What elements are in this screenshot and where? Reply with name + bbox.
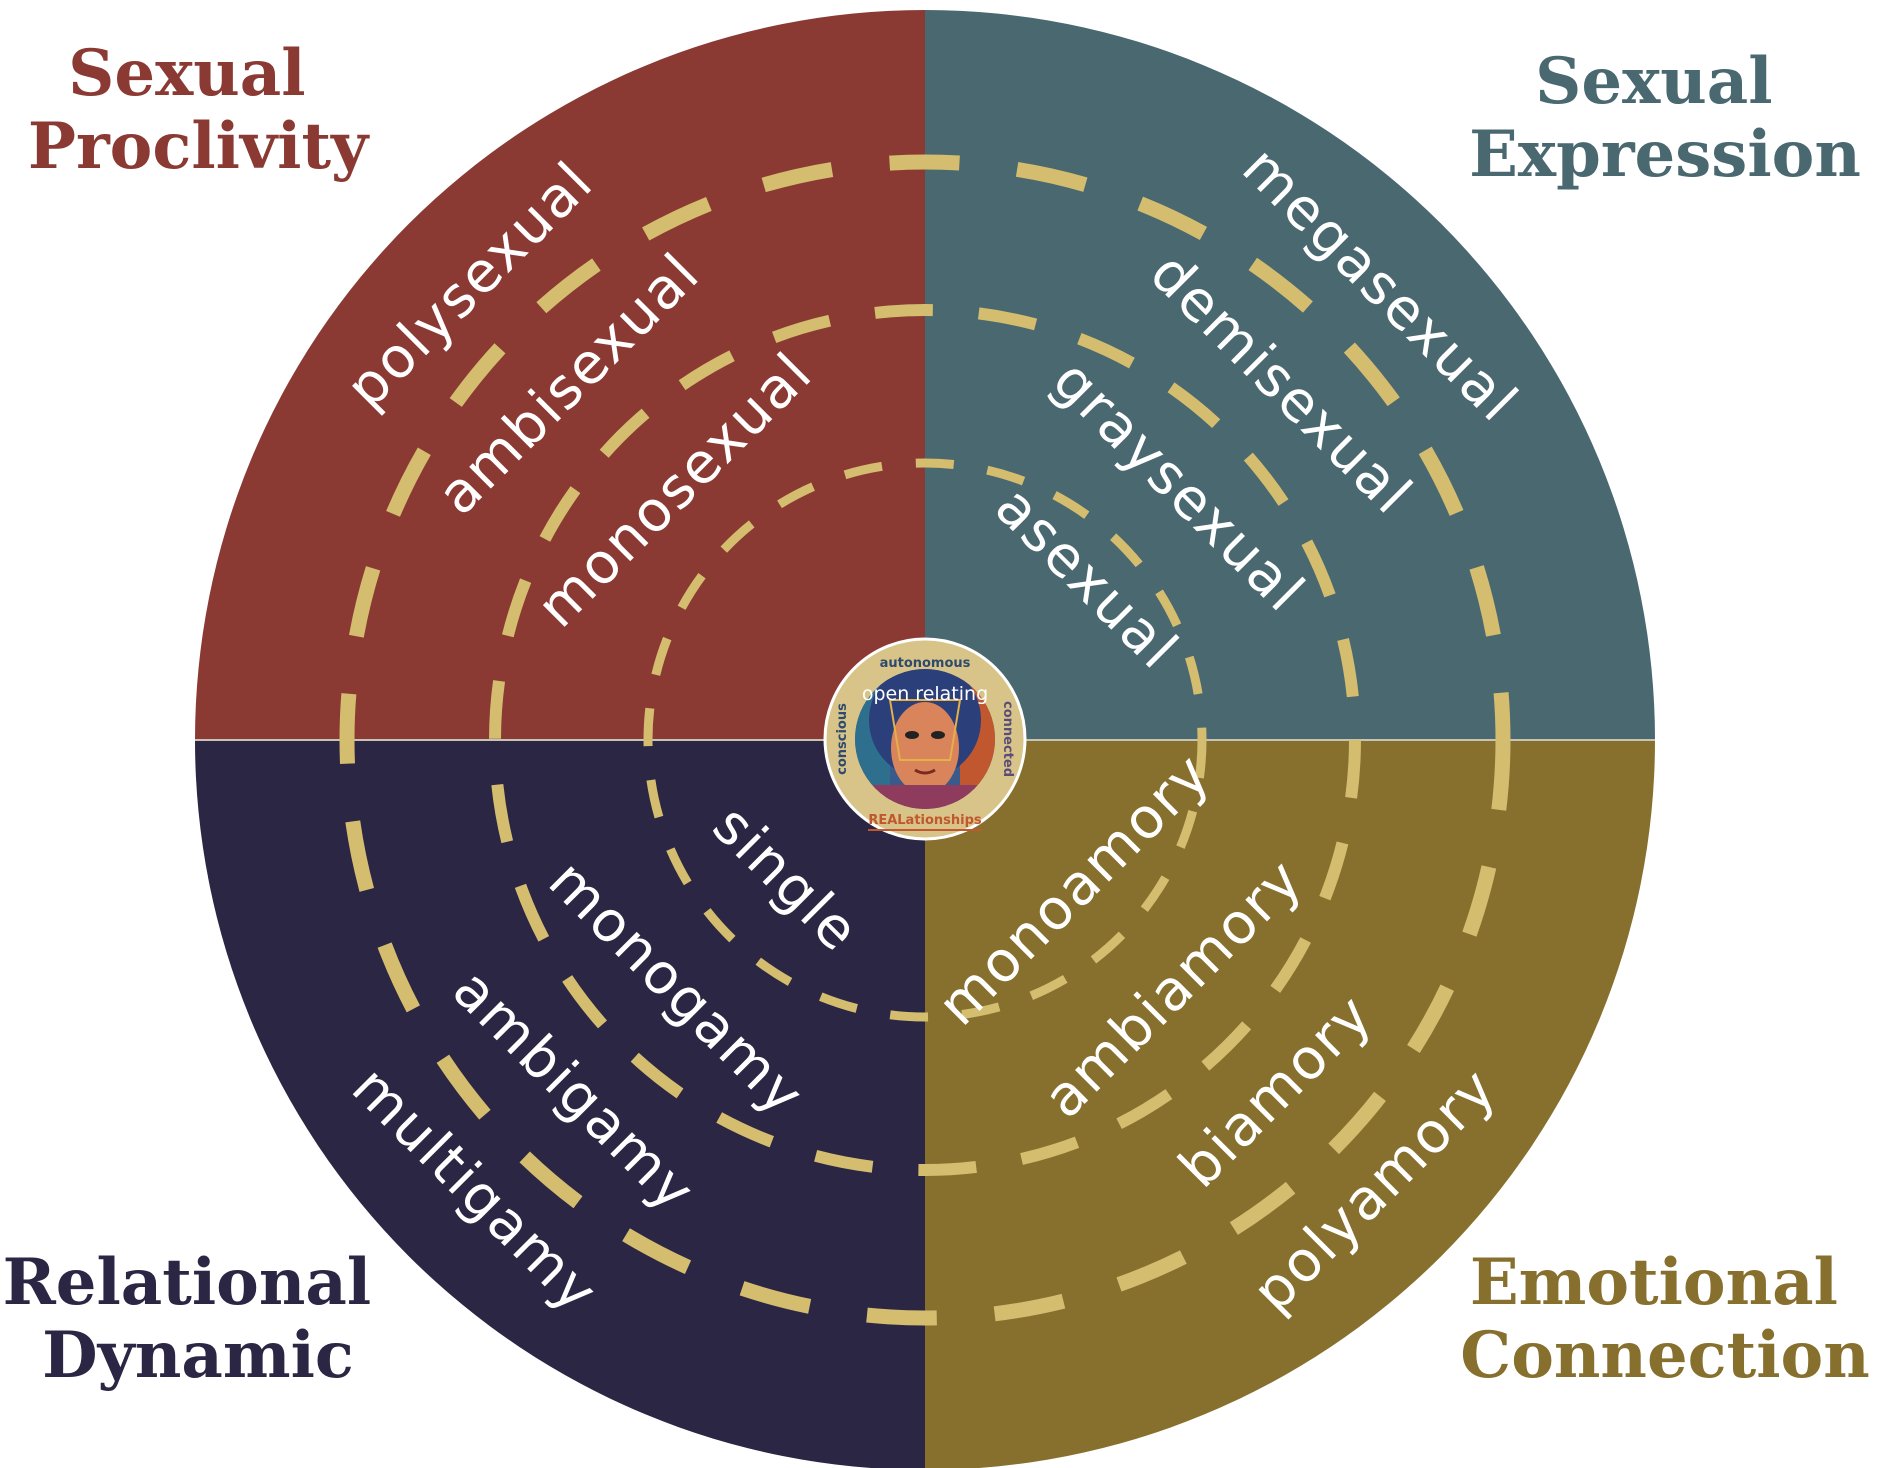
wheel-quadrants bbox=[195, 10, 1655, 1468]
quadrant-sexual-expression bbox=[925, 10, 1655, 740]
quadrant-sexual-proclivity bbox=[195, 10, 925, 740]
center-badge-top-text: autonomous bbox=[880, 656, 971, 671]
title-sexual-expression: Sexual Expression bbox=[1469, 44, 1861, 192]
center-badge: open relating autonomous REALationships … bbox=[823, 637, 1027, 841]
title-sexual-proclivity: Sexual Proclivity bbox=[28, 36, 370, 184]
center-badge-bottom-text: REALationships bbox=[868, 813, 982, 828]
dashed-rings bbox=[339, 154, 1511, 1326]
title-relational-dynamic: Relational Dynamic bbox=[3, 1245, 394, 1393]
face-portrait-icon bbox=[855, 669, 995, 809]
quadrant-relational-dynamic bbox=[195, 740, 925, 1468]
center-badge-right-text: connected bbox=[1000, 701, 1015, 777]
title-emotional-connection: Emotional Connection bbox=[1460, 1245, 1869, 1393]
center-badge-main-text: open relating bbox=[862, 683, 988, 705]
quadrant-titles: Sexual Proclivity Sexual Expression Rela… bbox=[3, 36, 1870, 1393]
ring-second bbox=[489, 304, 1361, 1176]
ring-inner bbox=[643, 458, 1207, 1022]
center-badge-left-text: conscious bbox=[835, 703, 850, 775]
ring-third bbox=[339, 154, 1511, 1326]
